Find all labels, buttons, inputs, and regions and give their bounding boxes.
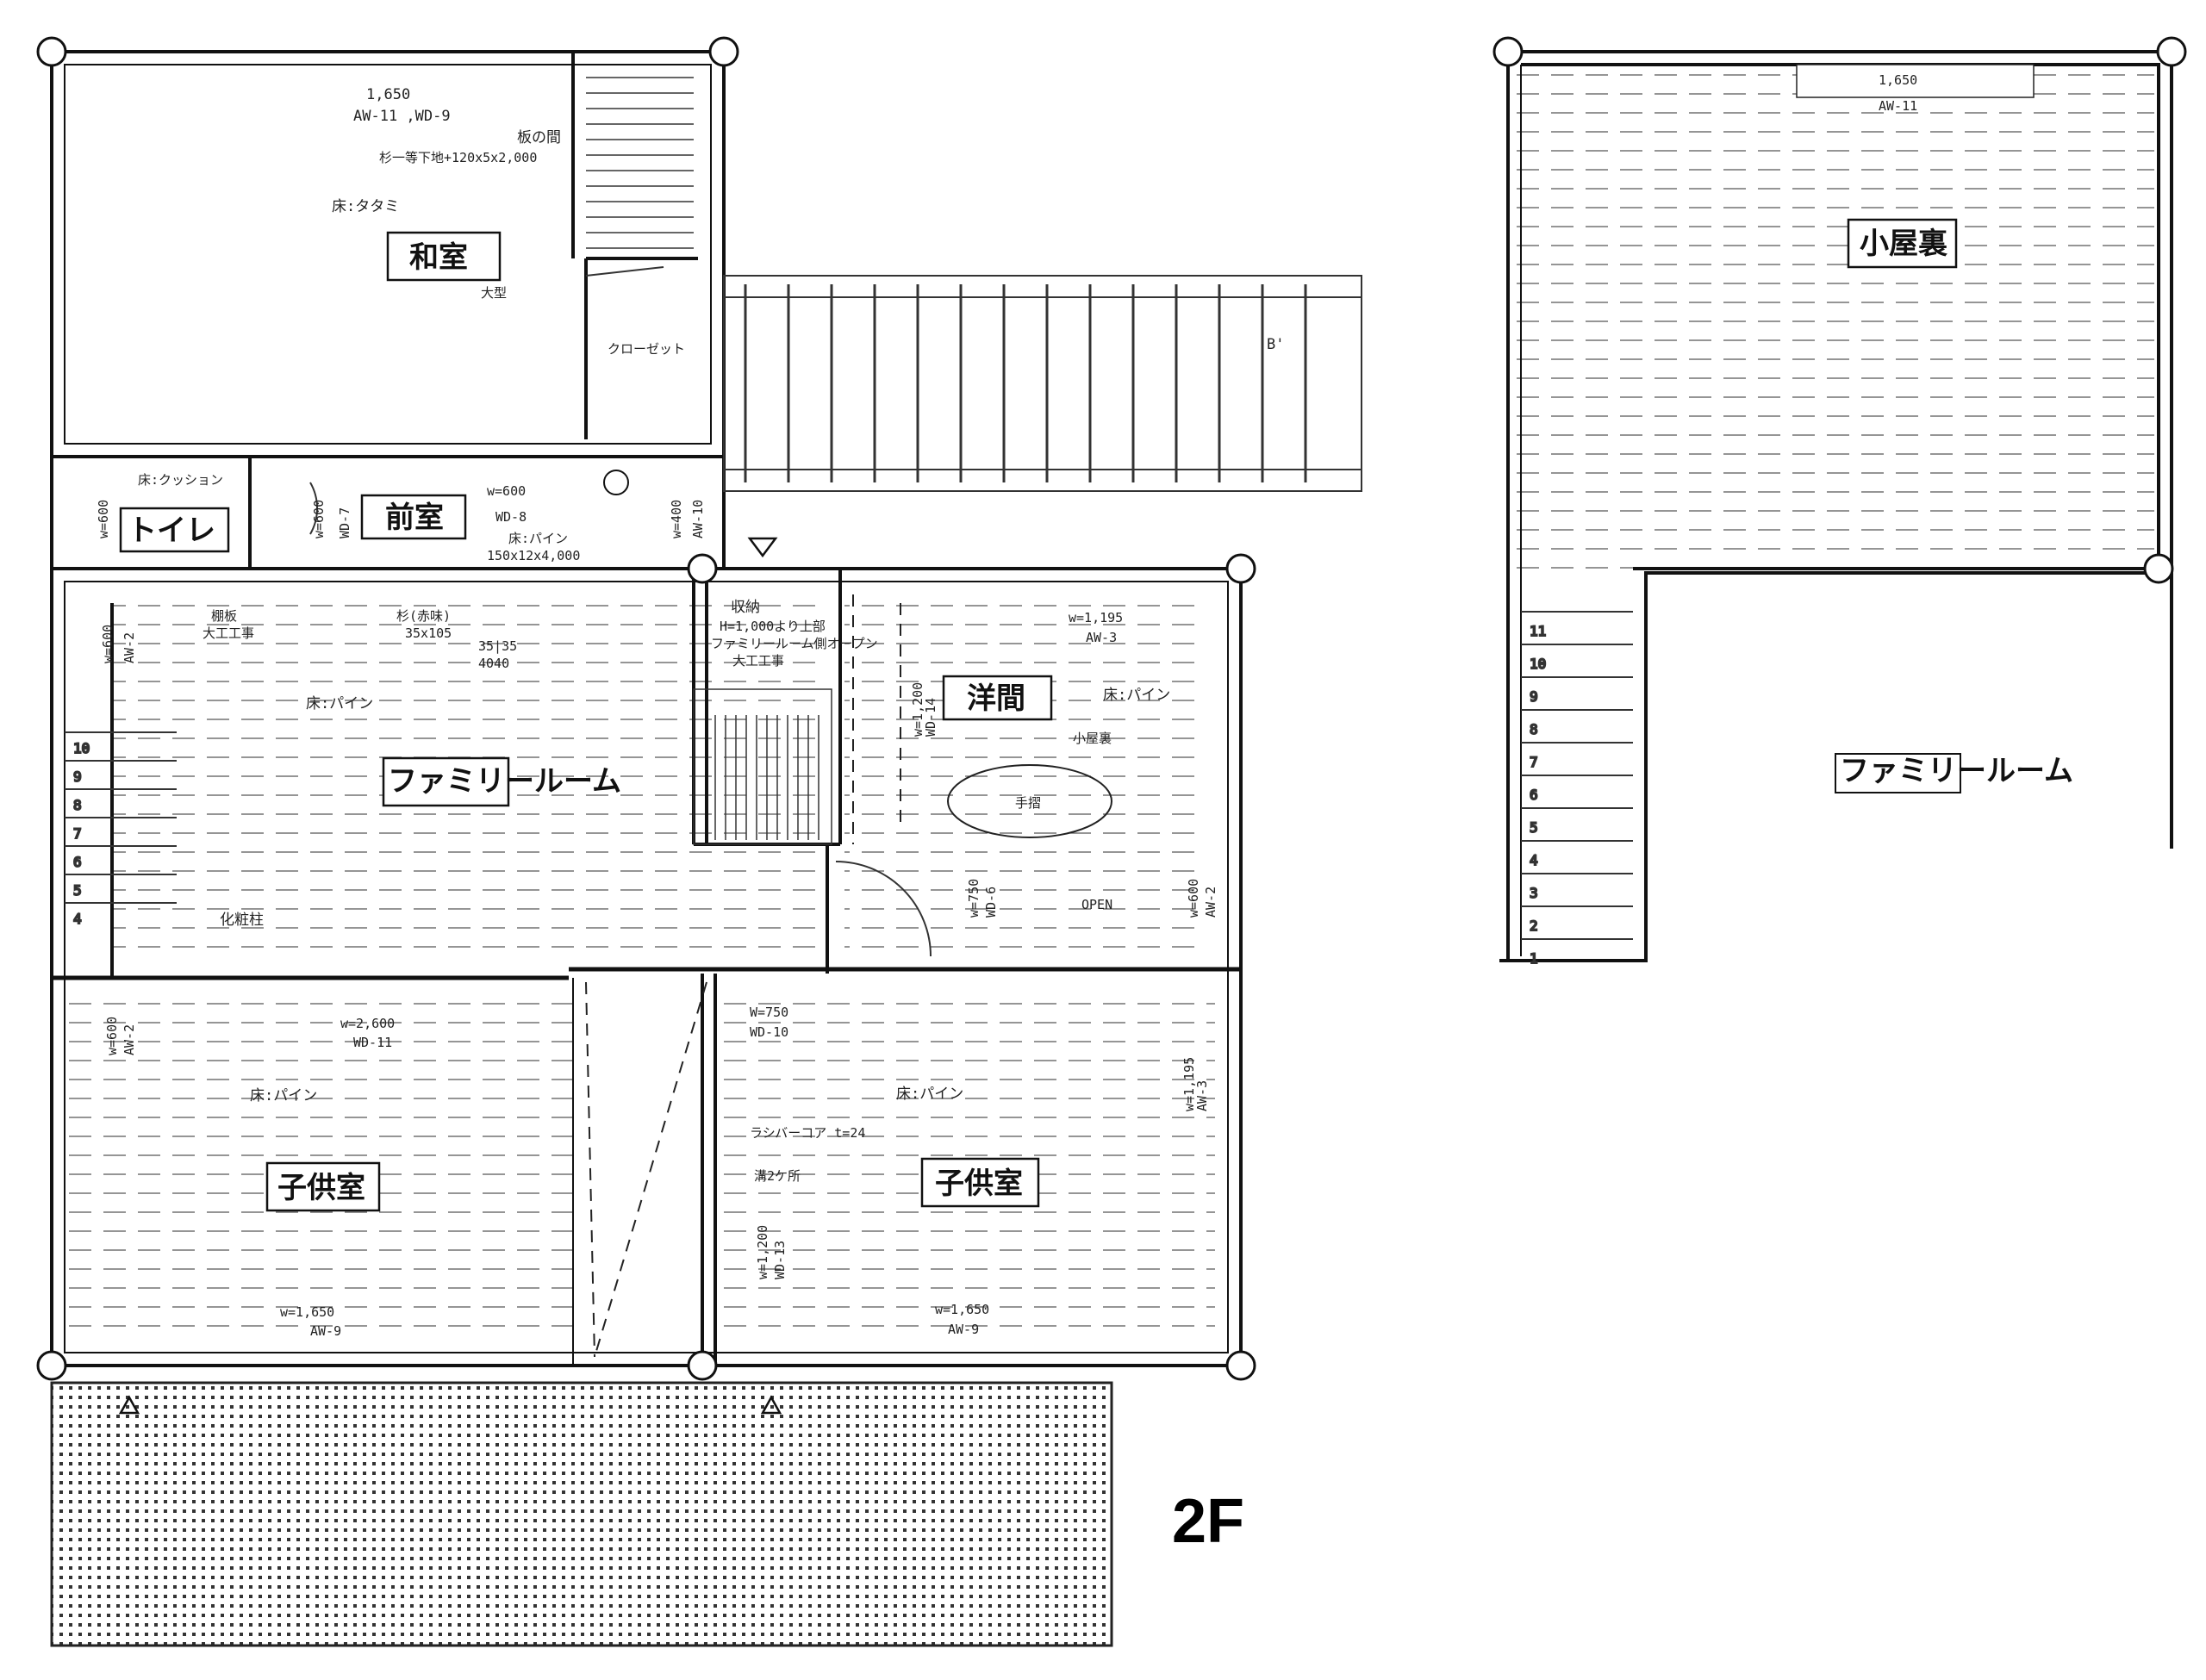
room-kodomo-right: 子供室 [935, 1167, 1023, 1201]
note-w600-toilet: w=600 [96, 500, 111, 538]
note-aw10: AW-10 [690, 500, 706, 538]
note-w1200-a: w=1,200 [910, 682, 925, 737]
note-wd11: WD-11 [353, 1035, 392, 1050]
note-w1195: w=1,195 [1069, 610, 1123, 625]
note-daiku-a: 大工工事 [203, 625, 254, 641]
note-aw3-a: AW-3 [1086, 630, 1117, 645]
stair-number: 4 [73, 911, 82, 927]
attic-stair-number: 1 [1530, 950, 1538, 967]
note-floor-pine-kr: 床:パイン [896, 1086, 963, 1103]
note-aw2-d: AW-2 [122, 1024, 137, 1055]
balcony-floor [52, 1383, 1112, 1646]
note-w600-d: w=600 [104, 1017, 120, 1055]
attic-stair-number: 7 [1530, 754, 1538, 770]
koyaura-floor [1517, 69, 2154, 569]
note-w-washitsu: 1,650 [366, 86, 410, 103]
note-size-3535: 35|35 [478, 638, 517, 654]
note-daiku-b: 大工工事 [732, 653, 784, 669]
note-wd6: WD-6 [983, 887, 999, 918]
note-aw11-attic: AW-11 [1879, 98, 1917, 114]
main-plan: 10 9 8 7 6 5 4 [36, 36, 1362, 1647]
note-w750-b: W=750 [750, 1005, 788, 1020]
note-itanoma: 板の間 [517, 129, 561, 146]
room-youma: 洋間 [967, 681, 1025, 716]
note-wd13: WD-13 [772, 1241, 788, 1279]
note-pine-spec: 150x12x4,000 [487, 548, 580, 563]
note-w1650-attic: 1,650 [1879, 72, 1917, 88]
room-zenshitsu: 前室 [385, 501, 444, 535]
note-aw2-c: AW-2 [1203, 887, 1218, 918]
note-wd8: WD-8 [495, 509, 527, 525]
note-w1200-b: w=1,200 [755, 1225, 770, 1279]
stair-number: 5 [73, 882, 82, 899]
note-wd10: WD-10 [750, 1024, 788, 1040]
stair-number: 6 [73, 854, 82, 870]
note-w1650-kr: w=1,650 [935, 1302, 989, 1317]
room-kodomo-left: 子供室 [277, 1171, 365, 1205]
note-w400: w=400 [669, 500, 684, 538]
note-aw-washitsu: AW-11 ,WD-9 [353, 108, 451, 125]
note-floor-pine-youma: 床:パイン [1103, 687, 1170, 704]
attic-stair-number: 6 [1530, 787, 1538, 803]
note-tesuri: 手摺 [1015, 795, 1041, 811]
attic-stair-number: 10 [1530, 656, 1546, 672]
youma-floor [844, 603, 1206, 965]
note-sugi: 杉(赤味) [396, 608, 451, 624]
room-toilet: トイレ [128, 513, 215, 548]
note-kinseibashira: 化粧柱 [220, 912, 264, 929]
attic-stair-number: 5 [1530, 819, 1538, 836]
note-floor-tatami: 床:タタミ [332, 198, 399, 215]
room-family-room-upper: ファミリールーム [1840, 754, 2073, 788]
note-aw9-kl: AW-9 [310, 1323, 341, 1339]
floor-label-2f: 2F [1172, 1487, 1244, 1556]
note-aw2-stair: AW-2 [122, 632, 137, 663]
note-shuno: 収納 [731, 599, 760, 616]
note-w750-a: w=750 [966, 879, 981, 918]
note-hinoki: 溝2ケ所 [754, 1168, 801, 1184]
attic-stair-number: 2 [1530, 918, 1538, 934]
note-w2600: w=2,600 [340, 1016, 395, 1031]
room-family-room: ファミリールーム [388, 764, 621, 799]
attic-stair-number: 9 [1530, 688, 1538, 705]
attic-stair-number: 8 [1530, 721, 1538, 737]
attic-stair-number: 4 [1530, 852, 1538, 868]
note-w1195-b: w=1,195 [1181, 1057, 1197, 1111]
note-b-prime: B' [1267, 336, 1284, 353]
note-lauan: ラシバーコア t=24 [750, 1125, 865, 1141]
stair-number: 9 [73, 768, 82, 785]
note-floor-pine-kl: 床:パイン [250, 1087, 317, 1104]
note-itanoma-spec: 杉一等下地+120x5x2,000 [379, 150, 537, 165]
note-size-35x105: 35x105 [405, 625, 452, 641]
note-daiban: 大型 [481, 285, 507, 301]
note-size-4040: 4040 [478, 656, 509, 671]
note-w600-stair: w=600 [100, 625, 115, 663]
note-tanaita: 棚板 [211, 608, 237, 624]
stair-number: 10 [73, 740, 90, 756]
note-toilet-floor: 床:クッション [138, 472, 223, 488]
stair-number: 7 [73, 825, 82, 842]
note-aw9-kr: AW-9 [948, 1322, 979, 1337]
note-w600-b: w=600 [311, 500, 327, 538]
room-koyaura: 小屋裏 [1860, 227, 1948, 261]
attic-stair-number: 3 [1530, 885, 1538, 901]
note-wd7: WD-7 [337, 507, 352, 538]
note-open: OPEN [1081, 897, 1112, 912]
note-aw3-b: AW-3 [1194, 1080, 1210, 1111]
note-closet: クローゼット [608, 341, 685, 357]
note-w1650-kl: w=1,650 [280, 1304, 334, 1320]
attic-plan: 1,650 AW-11 小屋裏 ファミリールーム 11 10 9 8 7 6 5 4 3 2 1 [1492, 36, 2187, 968]
note-wd14: WD-14 [923, 698, 938, 737]
attic-stair-number: 11 [1530, 623, 1546, 639]
note-shuno-note: ファミリールーム側オープン [711, 636, 878, 651]
note-floor-pine-a: 床:パイン [508, 531, 568, 546]
note-koyaura-small: 小屋裏 [1073, 731, 1112, 746]
note-floor-pine-family: 床:パイン [306, 695, 373, 712]
room-washitsu: 和室 [409, 240, 468, 275]
note-w600-a: w=600 [487, 483, 526, 499]
stair-number: 8 [73, 797, 82, 813]
note-shuno-spec: H=1,000より上部 [720, 619, 826, 634]
note-w600-c: w=600 [1186, 879, 1201, 918]
